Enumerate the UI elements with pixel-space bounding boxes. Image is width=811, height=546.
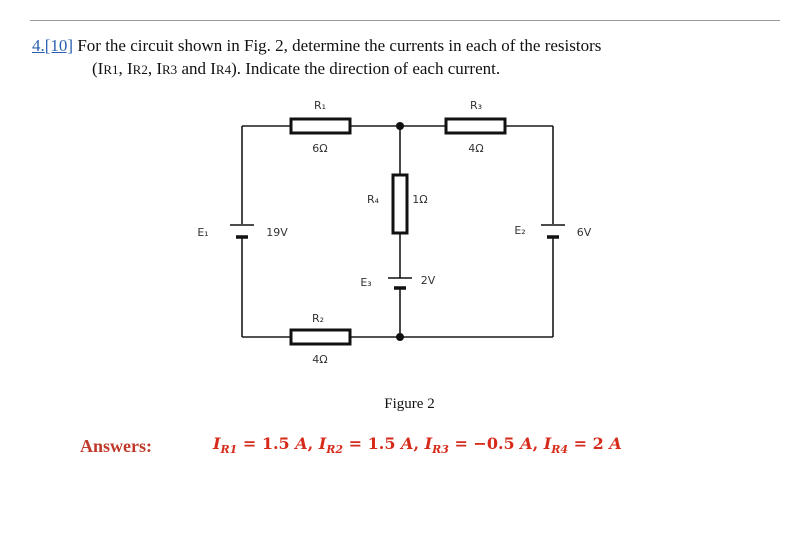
label-r2-name: R₂ xyxy=(312,312,324,325)
answer-ir3-unit: A xyxy=(520,434,533,453)
answer-ir2: IR2 = 1.5 A, xyxy=(318,434,425,457)
answer-ir4-value: = 2 xyxy=(568,434,610,453)
q-r1-sub: R1 xyxy=(103,62,119,77)
label-e3-name: E₃ xyxy=(360,276,371,289)
label-e2-value: 6V xyxy=(577,226,592,239)
resistor-r1 xyxy=(289,117,352,135)
figure-caption: Figure 2 xyxy=(384,396,435,412)
question-text: 4.[10] For the circuit shown in Fig. 2, … xyxy=(32,34,792,81)
question-line-1-text: For the circuit shown in Fig. 2, determi… xyxy=(77,36,602,55)
label-r2-value: 4Ω xyxy=(312,353,327,366)
answer-ir3-var: I xyxy=(424,434,433,453)
label-r3-value: 4Ω xyxy=(468,142,483,155)
resistor-r4 xyxy=(391,173,409,235)
battery-e3 xyxy=(388,277,412,290)
label-r3-name: R₃ xyxy=(470,99,482,112)
question-number-link[interactable]: 4. xyxy=(32,36,45,55)
answer-ir1-sub: R1 xyxy=(220,443,238,457)
q-r3-sub: R3 xyxy=(162,62,178,77)
q-r4-sub: R4 xyxy=(215,62,232,77)
answers-equation: IR1 = 1.5 A, IR2 = 1.5 A, IR3 = −0.5 A, … xyxy=(213,434,622,456)
q-sep2: , I xyxy=(147,59,163,78)
label-r1-value: 6Ω xyxy=(312,142,327,155)
answer-sep-1: , xyxy=(307,434,319,453)
question-line-1: 4.[10] For the circuit shown in Fig. 2, … xyxy=(32,34,792,57)
answer-ir1-value: = 1.5 xyxy=(237,434,296,453)
answer-sep-3: , xyxy=(532,434,544,453)
answers-label: Answers: xyxy=(80,436,152,456)
label-e3-value: 2V xyxy=(421,274,436,287)
battery-e1 xyxy=(230,224,254,239)
answer-ir2-sub: R2 xyxy=(326,443,344,457)
answer-ir2-var: I xyxy=(318,434,327,453)
answer-ir4-var: I xyxy=(543,434,552,453)
answer-ir3: IR3 = −0.5 A, xyxy=(424,434,544,457)
junction-top xyxy=(396,122,404,130)
battery-e2 xyxy=(541,224,565,239)
label-e1-name: E₁ xyxy=(197,226,208,239)
answer-ir2-value: = 1.5 xyxy=(343,434,402,453)
answer-sep-2: , xyxy=(413,434,425,453)
answer-ir1-unit: A xyxy=(295,434,308,453)
label-e1-value: 19V xyxy=(266,226,288,239)
q-open: (I xyxy=(92,59,104,78)
label-r1-name: R₁ xyxy=(314,99,326,112)
answer-ir3-sub: R3 xyxy=(432,443,449,457)
answer-ir2-unit: A xyxy=(401,434,414,453)
resistor-r2 xyxy=(289,328,352,346)
label-e2-name: E₂ xyxy=(514,224,525,237)
top-rule xyxy=(30,20,780,21)
q-sep1: , I xyxy=(118,59,133,78)
label-r4-name: R₄ xyxy=(367,193,380,206)
resistor-r3 xyxy=(444,117,507,135)
answer-ir4: IR4 = 2 A xyxy=(543,434,622,457)
answer-ir1-var: I xyxy=(213,434,221,453)
question-line-2: (IR1, IR2, IR3 and IR4). Indicate the di… xyxy=(32,57,792,81)
label-r4-value: 1Ω xyxy=(412,193,427,206)
q-close: ). Indicate the direction of each curren… xyxy=(231,59,501,78)
answer-ir1: IR1 = 1.5 A, xyxy=(213,434,319,457)
circuit-wires xyxy=(241,125,554,338)
answer-ir3-value: = −0.5 xyxy=(448,434,521,453)
q-sep3: and I xyxy=(177,59,216,78)
junction-bottom xyxy=(396,333,404,341)
q-r2-sub: R2 xyxy=(132,62,148,77)
question-points[interactable]: [10] xyxy=(44,36,74,55)
answer-ir4-unit: A xyxy=(609,434,622,453)
answer-ir4-sub: R4 xyxy=(551,443,569,457)
